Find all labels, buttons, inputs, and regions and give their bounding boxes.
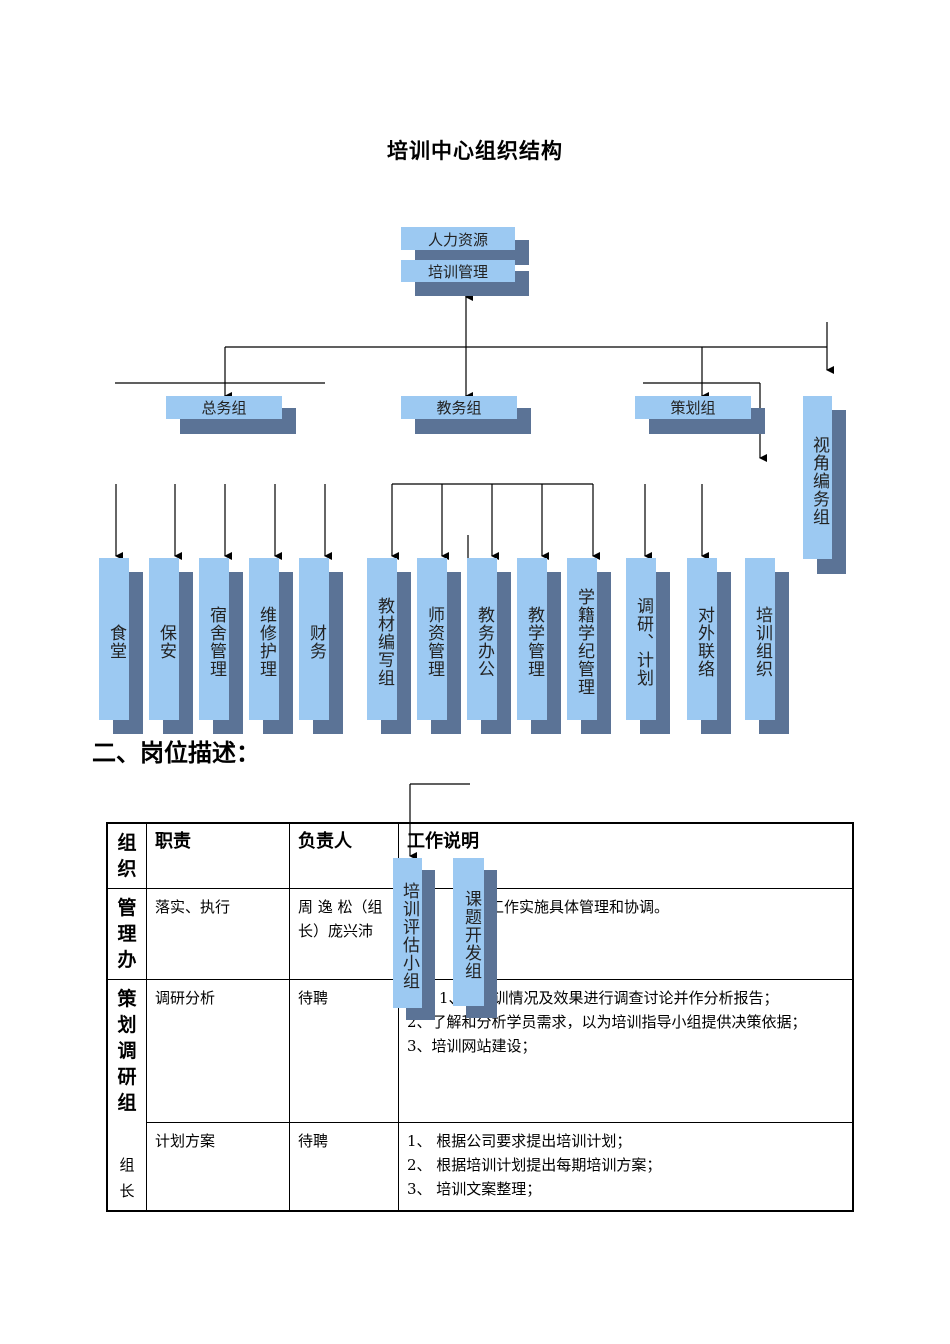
description-cell: 1、对培训情况及效果进行调查讨论并作分析报告； 2、了解和分析学员需求，以为培训…: [398, 979, 854, 1123]
leaf-label: 学籍学纪管理: [567, 558, 597, 720]
leaf-label: 调研、计划: [626, 558, 656, 720]
group-sub-label: 组长: [119, 1156, 135, 1200]
leaf-research-plan: 调研、计划: [626, 558, 670, 734]
box-academic-affairs: 教务组: [401, 396, 531, 434]
duty-cell: 计划方案: [146, 1121, 290, 1212]
header-org: 组织: [106, 822, 147, 889]
list-item: 1、 根据公司要求提出培训计划；: [407, 1131, 632, 1150]
description-cell: 1、 根据公司要求提出培训计划； 2、 根据培训计划提出每期培训方案； 3、 培…: [398, 1121, 854, 1212]
table-row: 策划调研组 组长 调研分析 待聘 1、对培训情况及效果进行调查讨论并作分析报告；…: [106, 979, 854, 1212]
leaf-dormitory: 宿舍管理: [199, 558, 243, 734]
box-general-affairs: 总务组: [166, 396, 296, 434]
leaf-label: 维修护理: [249, 558, 279, 720]
list-item: 1、对培训情况及效果进行调查讨论并作分析报告；: [439, 989, 779, 1007]
box-editorial: 视角编务组: [803, 396, 846, 574]
list-item: 3、 培训文案整理；: [407, 1179, 542, 1198]
person-cell: 待聘: [289, 979, 399, 1123]
leaf-student-records: 学籍学纪管理: [567, 558, 611, 734]
group-label: 管理办: [106, 888, 147, 980]
leaf-security: 保安: [149, 558, 193, 734]
person-cell: 周 逸 松（组长）庞兴沛: [289, 888, 399, 980]
leaf-faculty: 师资管理: [417, 558, 461, 734]
leaf-label: 对外联络: [687, 558, 717, 720]
float-evaluation-label: 培训评估小组: [393, 858, 422, 1008]
box-hr: 人力资源: [401, 227, 529, 265]
leaf-external-liaison: 对外联络: [687, 558, 731, 734]
group-cell: 策划调研组 组长: [106, 979, 147, 1212]
box-academic-affairs-label: 教务组: [401, 396, 517, 419]
box-planning: 策划组: [635, 396, 765, 434]
table-header-row: 组织 职责 负责人 工作说明: [106, 822, 854, 889]
list-item: 2、了解和分析学员需求，以为培训指导小组提供决策依据；: [407, 1013, 807, 1031]
leaf-label: 培训组织: [745, 558, 775, 720]
leaf-label: 教学管理: [517, 558, 547, 720]
table-row: 计划方案 待聘 1、 根据公司要求提出培训计划； 2、 根据培训计划提出每期培训…: [107, 1121, 854, 1212]
leaf-teaching: 教学管理: [517, 558, 561, 734]
leaf-label: 财务: [299, 558, 329, 720]
person-cell: 待聘: [289, 1121, 399, 1212]
leaf-office: 教务办公: [467, 558, 511, 734]
group-label: 策划调研组: [117, 988, 137, 1114]
section-title: 二、岗位描述：: [92, 739, 260, 767]
list-item: 2、 根据培训计划提出每期培训方案；: [407, 1155, 662, 1174]
duty-cell: 落实、执行: [146, 888, 290, 980]
box-general-affairs-label: 总务组: [166, 396, 282, 419]
float-research-dev: 课题开发组: [453, 858, 497, 1018]
leaf-label: 食堂: [99, 558, 129, 720]
list-item: 3、培训网站建设；: [407, 1037, 537, 1055]
box-editorial-label: 视角编务组: [803, 396, 832, 559]
leaf-label: 师资管理: [417, 558, 447, 720]
leaf-training-org: 培训组织: [745, 558, 789, 734]
leaf-canteen: 食堂: [99, 558, 143, 734]
leaf-label: 教务办公: [467, 558, 497, 720]
box-training-mgmt-label: 培训管理: [401, 260, 515, 282]
leaf-finance: 财务: [299, 558, 343, 734]
header-person: 负责人: [289, 822, 399, 889]
leaf-maintenance: 维修护理: [249, 558, 293, 734]
page-title: 培训中心组织结构: [387, 139, 563, 163]
leaf-label: 保安: [149, 558, 179, 720]
leaf-label: 宿舍管理: [199, 558, 229, 720]
float-research-dev-label: 课题开发组: [453, 858, 484, 1006]
leaf-textbook: 教材编写组: [367, 558, 411, 734]
box-training-mgmt: 培训管理: [401, 260, 529, 296]
box-hr-label: 人力资源: [401, 227, 515, 250]
float-evaluation: 培训评估小组: [393, 858, 435, 1020]
duty-cell: 调研分析: [146, 979, 290, 1123]
box-planning-label: 策划组: [635, 396, 751, 419]
header-duty: 职责: [146, 822, 290, 889]
leaf-label: 教材编写组: [367, 558, 397, 720]
